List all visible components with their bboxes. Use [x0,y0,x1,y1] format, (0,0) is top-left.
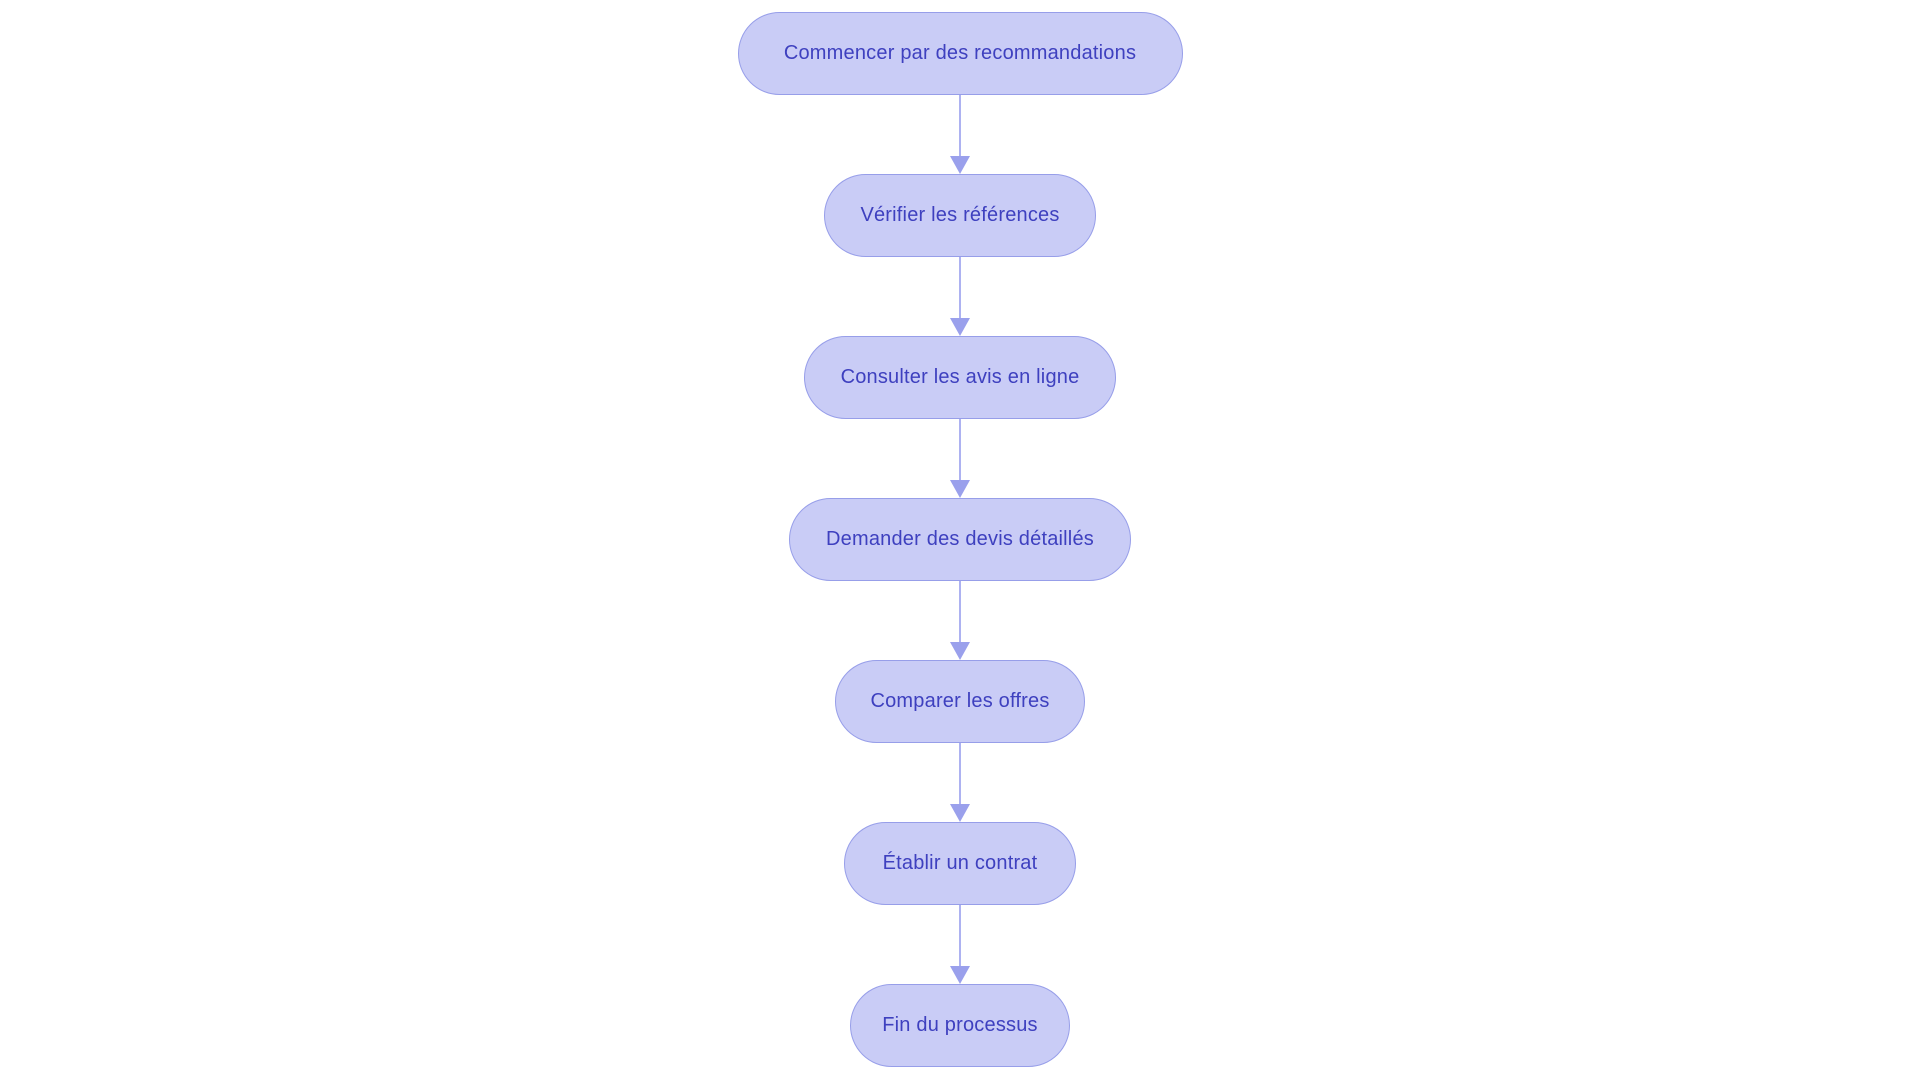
flow-node-end: Fin du processus [850,984,1070,1067]
arrow-down-icon [948,419,972,498]
arrow-line [958,905,962,966]
arrow-line [958,257,962,318]
arrow-head [950,804,970,822]
flow-node: Vérifier les références [824,174,1096,257]
flow-node: Demander des devis détaillés [789,498,1131,581]
arrow-head [950,156,970,174]
arrow-line [958,743,962,804]
arrow-head [950,966,970,984]
arrow-down-icon [948,905,972,984]
arrow-down-icon [948,95,972,174]
flow-node: Consulter les avis en ligne [804,336,1116,419]
flow-node-start: Commencer par des recommandations [737,12,1183,95]
arrow-down-icon [948,743,972,822]
arrow-down-icon [948,581,972,660]
flow-node: Établir un contrat [844,822,1076,905]
arrow-head [950,642,970,660]
arrow-line [958,581,962,642]
flow-node: Comparer les offres [835,660,1085,743]
arrow-down-icon [948,257,972,336]
flowchart: Commencer par des recommandations Vérifi… [0,12,1920,1067]
arrow-head [950,318,970,336]
arrow-line [958,95,962,156]
arrow-line [958,419,962,480]
arrow-head [950,480,970,498]
